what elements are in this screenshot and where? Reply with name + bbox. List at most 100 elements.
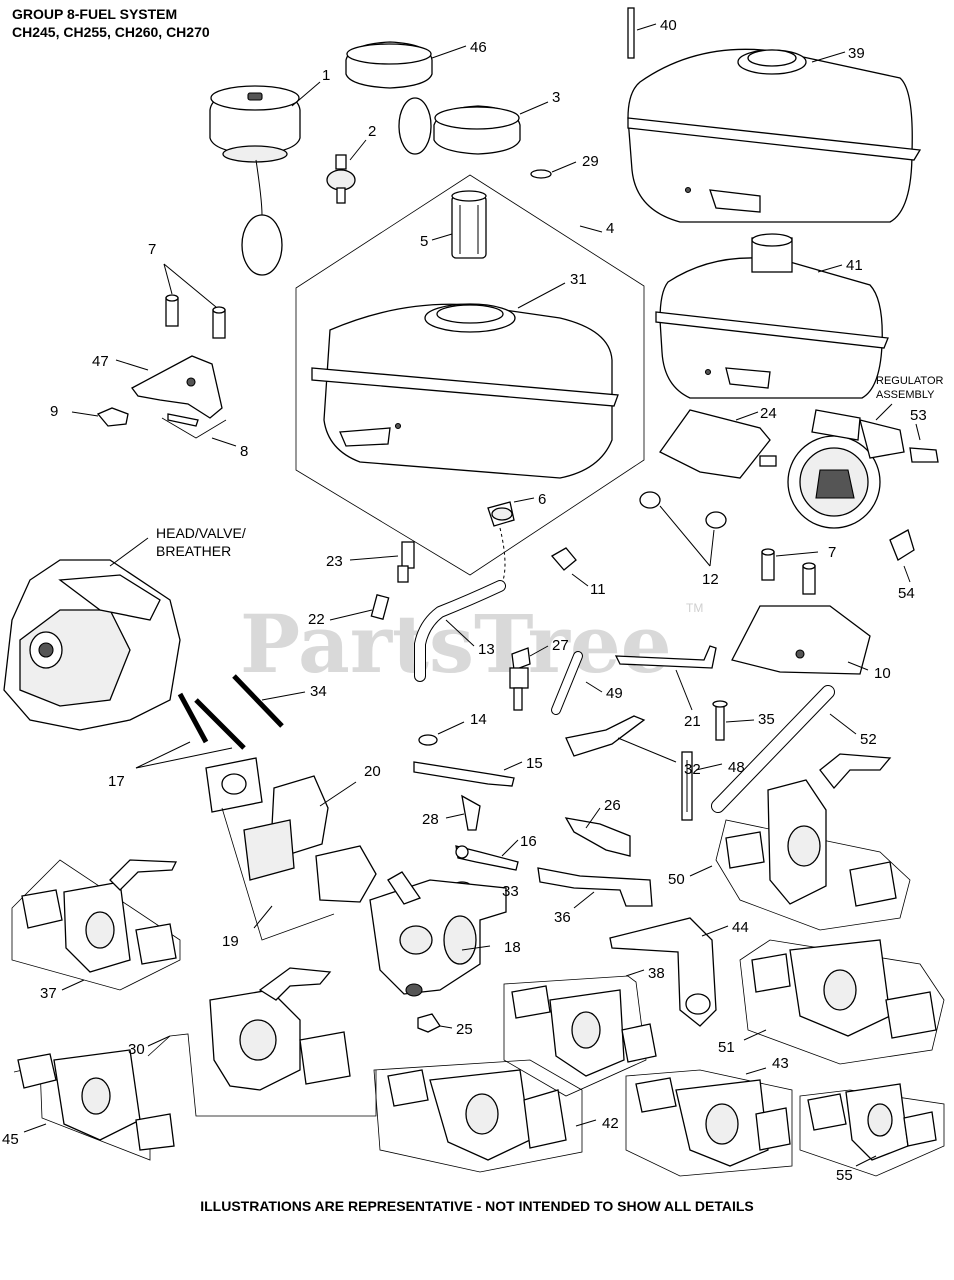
regulator-label-1: REGULATOR bbox=[876, 375, 943, 387]
callout-35: 35 bbox=[758, 711, 775, 728]
part-41-tank bbox=[655, 233, 889, 399]
callout-44: 44 bbox=[732, 919, 749, 936]
callout-9: 9 bbox=[50, 403, 58, 420]
callout-21: 21 bbox=[684, 713, 701, 730]
callout-32: 32 bbox=[684, 761, 701, 778]
part-6-valve bbox=[487, 497, 535, 527]
part-21-bracket bbox=[614, 645, 717, 711]
title-line: GROUP 8-FUEL SYSTEM bbox=[12, 6, 178, 22]
callout-7b: 7 bbox=[828, 544, 836, 561]
part-32-lever bbox=[565, 715, 677, 763]
callout-29: 29 bbox=[582, 153, 599, 170]
diagram-title: GROUP 8-FUEL SYSTEM CH245, CH255, CH260,… bbox=[12, 5, 210, 41]
part-5-filter bbox=[431, 190, 487, 259]
callout-51: 51 bbox=[718, 1039, 735, 1056]
callout-50: 50 bbox=[668, 871, 685, 888]
callout-31: 31 bbox=[570, 271, 587, 288]
part-14-clamp bbox=[418, 721, 465, 746]
part-39-tank bbox=[627, 48, 922, 223]
callout-38: 38 bbox=[648, 965, 665, 982]
callout-39: 39 bbox=[848, 45, 865, 62]
callout-28: 28 bbox=[422, 811, 439, 828]
callout-48: 48 bbox=[728, 759, 745, 776]
part-15-lever bbox=[413, 761, 523, 787]
part-43-carb-kit bbox=[625, 1067, 793, 1177]
part-19-insulator bbox=[221, 807, 377, 941]
part-16-lever bbox=[455, 839, 519, 871]
part-55-carb-kit bbox=[799, 1083, 945, 1177]
callout-54: 54 bbox=[898, 585, 915, 602]
part-46-cap bbox=[345, 41, 467, 155]
callout-46: 46 bbox=[470, 39, 487, 56]
callout-43: 43 bbox=[772, 1055, 789, 1072]
part-35-screw bbox=[712, 700, 755, 741]
callout-1: 1 bbox=[322, 67, 330, 84]
part-42-carb-kit bbox=[373, 1059, 597, 1173]
callout-42: 42 bbox=[602, 1115, 619, 1132]
callout-3: 3 bbox=[552, 89, 560, 106]
footer-disclaimer: ILLUSTRATIONS ARE REPRESENTATIVE - NOT I… bbox=[200, 1198, 754, 1214]
callout-12: 12 bbox=[702, 571, 719, 588]
part-1-fuel-cap bbox=[209, 81, 321, 276]
part-4-kit-outline bbox=[295, 174, 645, 576]
callout-23: 23 bbox=[326, 553, 343, 570]
part-50-carb-kit bbox=[689, 753, 911, 931]
callout-26: 26 bbox=[604, 797, 621, 814]
callout-10: 10 bbox=[874, 665, 891, 682]
callout-30: 30 bbox=[128, 1041, 145, 1058]
part-2-fitting bbox=[326, 139, 367, 204]
part-40-pin bbox=[627, 7, 657, 59]
callout-45: 45 bbox=[2, 1131, 19, 1148]
callout-36: 36 bbox=[554, 909, 571, 926]
part-49-tube bbox=[551, 651, 603, 715]
part-24-bracket bbox=[659, 409, 777, 479]
part-10-bracket bbox=[731, 605, 871, 675]
part-12-washers bbox=[639, 491, 727, 567]
head-valve-breather bbox=[3, 537, 181, 731]
callout-55: 55 bbox=[836, 1167, 853, 1184]
callout-17: 17 bbox=[108, 773, 125, 790]
part-11-clip bbox=[550, 547, 589, 587]
callout-40: 40 bbox=[660, 17, 677, 34]
callout-14: 14 bbox=[470, 711, 487, 728]
callout-24: 24 bbox=[760, 405, 777, 422]
part-7b-bolts bbox=[761, 548, 819, 595]
callout-5: 5 bbox=[420, 233, 428, 250]
callout-11: 11 bbox=[590, 581, 606, 598]
regulator-assembly bbox=[787, 403, 939, 529]
part-48-strip bbox=[681, 751, 723, 821]
part-28-link bbox=[445, 794, 481, 831]
watermark-tm: TM bbox=[686, 601, 703, 615]
part-29-washer bbox=[530, 161, 577, 179]
regulator-label-2: ASSEMBLY bbox=[876, 389, 935, 401]
part-3-cap bbox=[433, 101, 549, 155]
callout-18: 18 bbox=[504, 939, 521, 956]
callout-37: 37 bbox=[40, 985, 57, 1002]
part-7a-bolts bbox=[163, 263, 226, 339]
watermark-text: PartsTree bbox=[240, 597, 672, 691]
callout-47: 47 bbox=[92, 353, 109, 370]
callout-49: 49 bbox=[606, 685, 623, 702]
callout-33: 33 bbox=[502, 883, 519, 900]
callout-52: 52 bbox=[860, 731, 877, 748]
head-valve-label-2: BREATHER bbox=[156, 543, 231, 559]
callout-15: 15 bbox=[526, 755, 543, 772]
callout-22: 22 bbox=[308, 611, 325, 628]
callout-4: 4 bbox=[606, 220, 614, 237]
callout-7a: 7 bbox=[148, 241, 156, 258]
models-line: CH245, CH255, CH260, CH270 bbox=[12, 24, 210, 40]
callout-20: 20 bbox=[364, 763, 381, 780]
callout-8: 8 bbox=[240, 443, 248, 460]
callout-16: 16 bbox=[520, 833, 537, 850]
part-44-bracket bbox=[609, 917, 729, 1027]
part-47-bracket bbox=[115, 355, 237, 447]
callout-19: 19 bbox=[222, 933, 239, 950]
part-25-screw bbox=[417, 1013, 453, 1033]
part-18-carburetor bbox=[369, 871, 507, 997]
callout-27: 27 bbox=[552, 637, 569, 654]
part-37-carb-kit bbox=[11, 859, 181, 991]
part-22-pin bbox=[329, 594, 390, 621]
part-26-lever bbox=[564, 807, 631, 857]
part-36-lever bbox=[537, 867, 653, 909]
